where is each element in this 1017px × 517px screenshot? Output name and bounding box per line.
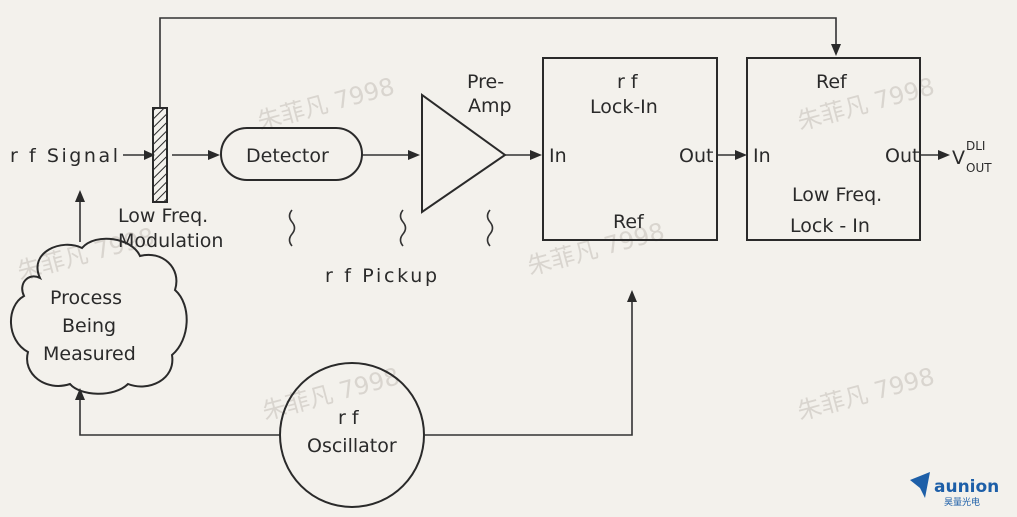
lf-lockin-box (746, 57, 921, 241)
logo-name: aunion (934, 477, 999, 497)
v-out-superscript: DLI (966, 139, 985, 153)
rf-signal-label: r f Signal (10, 145, 118, 167)
oscillator-label: Oscillator (307, 435, 397, 457)
v-out-subscript: OUT (966, 161, 992, 175)
process-label-line3: Measured (43, 343, 136, 365)
process-label-line1: Process (50, 287, 122, 309)
lf-lockin-title-line1: Low Freq. (792, 184, 882, 206)
watermark: 朱菲凡 7998 (794, 362, 937, 425)
watermark: 朱菲凡 7998 (254, 72, 397, 135)
process-cloud (10, 237, 188, 395)
signal-wires (75, 17, 950, 436)
rf-lockin-box (542, 57, 718, 241)
oscillator-rf-label: r f (338, 407, 360, 429)
logo-subtitle: 昊量光电 (944, 496, 980, 508)
watermark: 朱菲凡 7998 (524, 217, 667, 280)
rf-lockin-ref-label: Ref (613, 211, 645, 233)
lf-lockin-title-line2: Lock - In (790, 215, 870, 237)
process-label-line2: Being (62, 315, 116, 337)
rf-oscillator-circle (279, 362, 425, 508)
rf-lockin-title: Lock-In (590, 96, 658, 118)
rf-pickup-label: r f Pickup (325, 265, 437, 287)
lf-lockin-in-label: In (753, 145, 771, 167)
rf-lockin-in-label: In (549, 145, 567, 167)
modulation-label: Modulation (118, 230, 223, 252)
watermark: 朱菲凡 7998 (259, 362, 402, 425)
rf-lockin-rf-label: r f (617, 71, 639, 93)
amp-label: Amp (468, 95, 512, 117)
aunion-logo: aunion 昊量光电 (910, 472, 999, 508)
preamp-triangle (421, 93, 507, 214)
lf-lockin-ref-label: Ref (816, 71, 848, 93)
logo-arrow-icon (910, 472, 930, 498)
v-out-label: V (952, 147, 965, 169)
rf-pickup-squiggles (288, 209, 494, 247)
rf-lockin-out-label: Out (679, 145, 713, 167)
low-freq-label: Low Freq. (118, 205, 208, 227)
low-freq-modulator (152, 107, 168, 203)
pre-label: Pre- (467, 71, 504, 93)
detector-label: Detector (246, 145, 329, 167)
lf-lockin-out-label: Out (885, 145, 919, 167)
detector-block (220, 127, 363, 181)
